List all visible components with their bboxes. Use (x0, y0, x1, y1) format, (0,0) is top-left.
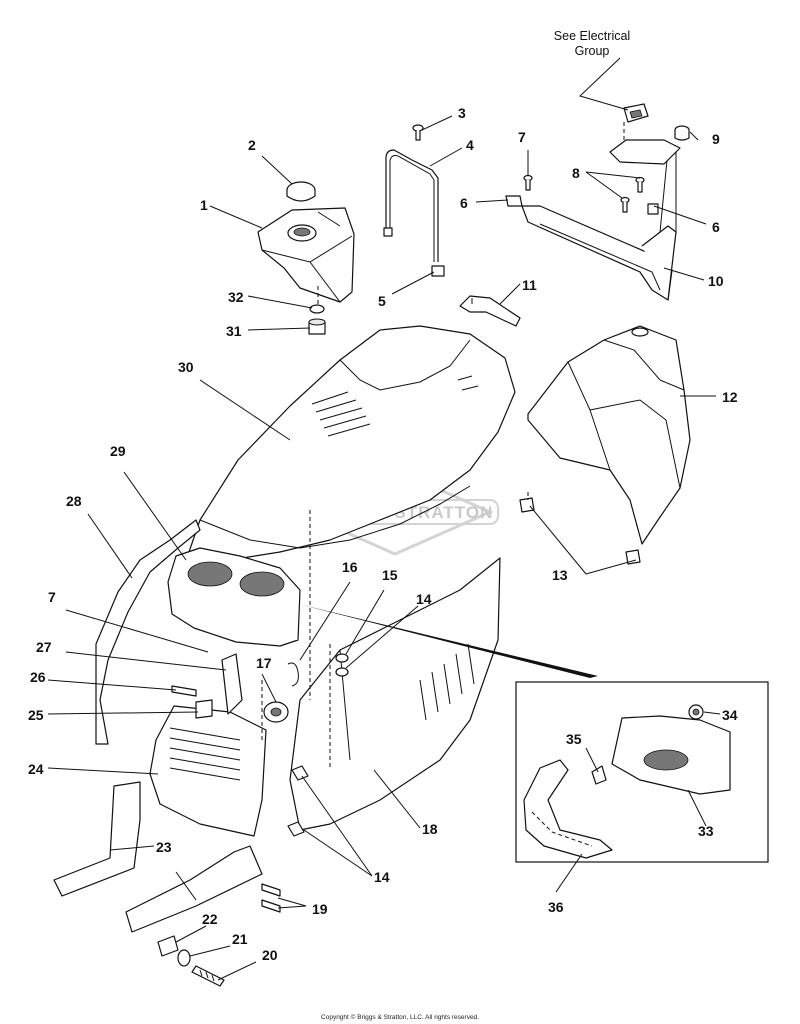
part-washer-21 (177, 949, 191, 967)
callout-12: 12 (722, 389, 738, 405)
part-lower-shroud (289, 557, 501, 831)
part-mount-brackets-23 (53, 781, 263, 933)
callout-labels: See Electrical Group 1 2 3 4 5 6 6 7 7 8… (28, 29, 738, 963)
callout-22: 22 (202, 911, 218, 927)
part-clip-6b (647, 203, 659, 215)
part-hinge-bracket-27 (221, 653, 243, 715)
part-spacer-25 (195, 699, 213, 719)
callout-26: 26 (30, 669, 46, 685)
callout-8: 8 (572, 165, 580, 181)
part-fuel-tank (257, 207, 355, 303)
callout-3: 3 (458, 105, 466, 121)
callout-31: 31 (226, 323, 242, 339)
callout-25: 25 (28, 707, 44, 723)
part-fitting (308, 318, 326, 335)
callout-15: 15 (382, 567, 398, 583)
assembly-lines (261, 122, 625, 770)
callout-4: 4 (466, 137, 474, 153)
part-headlight-housing (167, 547, 301, 647)
callout-11: 11 (522, 277, 537, 293)
callout-13: 13 (552, 567, 568, 583)
callout-35: 35 (566, 731, 582, 747)
part-screws-8 (620, 176, 645, 213)
callout-7b: 7 (48, 589, 56, 605)
callout-27: 27 (36, 639, 52, 655)
part-hood (179, 325, 516, 579)
callout-23a: 23 (156, 839, 172, 855)
callout-1: 1 (200, 197, 208, 213)
part-bushing-9 (674, 125, 690, 141)
part-spacer-22 (157, 935, 179, 957)
part-bushing-17 (263, 701, 289, 723)
callout-14a: 14 (416, 591, 432, 607)
part-clips-13 (519, 497, 641, 565)
part-clip-6a (505, 195, 523, 207)
part-lens-33 (611, 715, 731, 795)
part-screw-7 (523, 174, 533, 191)
part-spring-16 (287, 662, 299, 687)
callout-28: 28 (66, 493, 82, 509)
callout-21: 21 (232, 931, 248, 947)
callout-10: 10 (708, 273, 724, 289)
part-switch-plate (609, 103, 681, 165)
callout-2: 2 (248, 137, 256, 153)
part-screw-3 (412, 124, 424, 141)
detail-inset (515, 681, 769, 863)
callout-19: 19 (312, 901, 328, 917)
callout-32: 32 (228, 289, 244, 305)
part-bezel-36 (523, 759, 613, 859)
part-nut-5 (431, 265, 445, 277)
part-bolt-20 (191, 965, 225, 987)
callout-7a: 7 (518, 129, 526, 145)
callout-5: 5 (378, 293, 386, 309)
callout-9: 9 (712, 131, 720, 147)
detail-pointer (298, 604, 598, 678)
leader-lines (47, 57, 721, 981)
callout-6b: 6 (712, 219, 720, 235)
callout-24: 24 (28, 761, 44, 777)
part-hood-clip (459, 295, 521, 327)
part-fuel-cap (286, 181, 316, 202)
callout-18: 18 (422, 821, 438, 837)
see-electrical-note-line1: See Electrical (554, 29, 630, 43)
part-bolt-26 (171, 685, 197, 697)
callout-6a: 6 (460, 195, 468, 211)
callout-17: 17 (256, 655, 272, 671)
part-screw-35 (591, 765, 607, 785)
part-grommet (309, 304, 325, 314)
callout-33: 33 (698, 823, 714, 839)
part-screws-19 (261, 883, 281, 913)
callout-34: 34 (722, 707, 738, 723)
callout-20: 20 (262, 947, 278, 963)
part-mount-bracket (521, 149, 677, 301)
part-front-frame (95, 519, 201, 745)
see-electrical-note-line2: Group (575, 44, 610, 58)
callout-30: 30 (178, 359, 194, 375)
part-front-grille (149, 705, 267, 837)
callout-36: 36 (548, 899, 564, 915)
part-support-rod (383, 149, 439, 262)
part-side-panel (527, 325, 691, 545)
copyright-notice: Copyright © Briggs & Stratton, LLC. All … (321, 1013, 479, 1021)
part-nut-34 (688, 704, 704, 720)
callout-29: 29 (110, 443, 126, 459)
part-nuts-15-14 (287, 653, 349, 837)
callout-16: 16 (342, 559, 358, 575)
callout-14b: 14 (374, 869, 390, 885)
